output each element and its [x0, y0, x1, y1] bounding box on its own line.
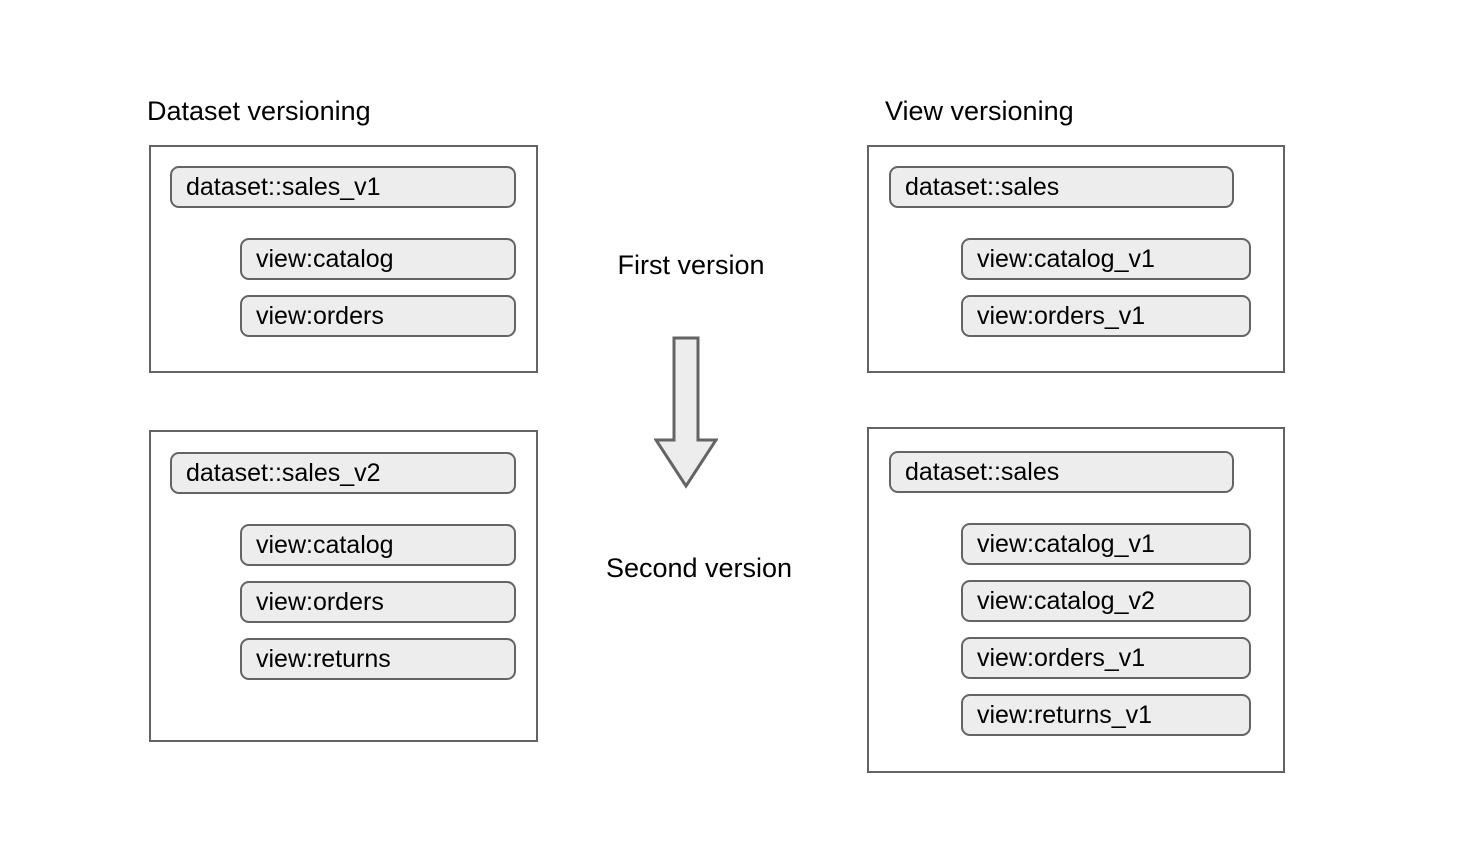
- view-pill[interactable]: view:orders: [240, 581, 516, 623]
- view-pill-label: view:catalog_v2: [977, 586, 1155, 615]
- view-pill[interactable]: view:returns: [240, 638, 516, 680]
- view-pill-label: view:orders_v1: [977, 643, 1146, 672]
- view-pill-label: view:orders: [256, 301, 384, 330]
- view-pill[interactable]: view:returns_v1: [961, 694, 1251, 736]
- dataset-pill[interactable]: dataset::sales: [889, 451, 1234, 493]
- dataset-pill[interactable]: dataset::sales_v1: [170, 166, 516, 208]
- view-pill[interactable]: view:catalog_v1: [961, 238, 1251, 280]
- view-pill[interactable]: view:catalog: [240, 524, 516, 566]
- dataset-pill-label: dataset::sales: [905, 457, 1060, 486]
- view-pill-label: view:returns_v1: [977, 700, 1153, 729]
- view-pill[interactable]: view:orders_v1: [961, 295, 1251, 337]
- view-pill-label: view:orders: [256, 587, 384, 616]
- view-pill-label: view:orders_v1: [977, 301, 1146, 330]
- view-pill[interactable]: view:orders: [240, 295, 516, 337]
- group-box-view-versioning-first: dataset::sales view:catalog_v1 view:orde…: [867, 145, 1285, 373]
- down-arrow-icon: [653, 336, 719, 489]
- dataset-pill[interactable]: dataset::sales: [889, 166, 1234, 208]
- group-box-dataset-versioning-first: dataset::sales_v1 view:catalog view:orde…: [149, 145, 538, 373]
- view-pill-label: view:catalog: [256, 244, 394, 273]
- dataset-pill-label: dataset::sales_v1: [186, 172, 381, 201]
- column-title-view-versioning: View versioning: [885, 96, 1074, 126]
- view-pill-label: view:catalog: [256, 530, 394, 559]
- view-pill-label: view:catalog_v1: [977, 529, 1155, 558]
- dataset-pill-label: dataset::sales_v2: [186, 458, 381, 487]
- column-title-dataset-versioning: Dataset versioning: [147, 96, 371, 126]
- group-box-dataset-versioning-second: dataset::sales_v2 view:catalog view:orde…: [149, 430, 538, 742]
- view-pill-label: view:returns: [256, 644, 391, 673]
- view-pill[interactable]: view:catalog_v2: [961, 580, 1251, 622]
- stage-label-first-version: First version: [617, 250, 765, 280]
- view-pill-label: view:catalog_v1: [977, 244, 1155, 273]
- view-pill[interactable]: view:catalog_v1: [961, 523, 1251, 565]
- view-pill[interactable]: view:catalog: [240, 238, 516, 280]
- dataset-pill-label: dataset::sales: [905, 172, 1060, 201]
- view-pill[interactable]: view:orders_v1: [961, 637, 1251, 679]
- stage-label-second-version: Second version: [605, 553, 793, 583]
- dataset-pill[interactable]: dataset::sales_v2: [170, 452, 516, 494]
- group-box-view-versioning-second: dataset::sales view:catalog_v1 view:cata…: [867, 427, 1285, 773]
